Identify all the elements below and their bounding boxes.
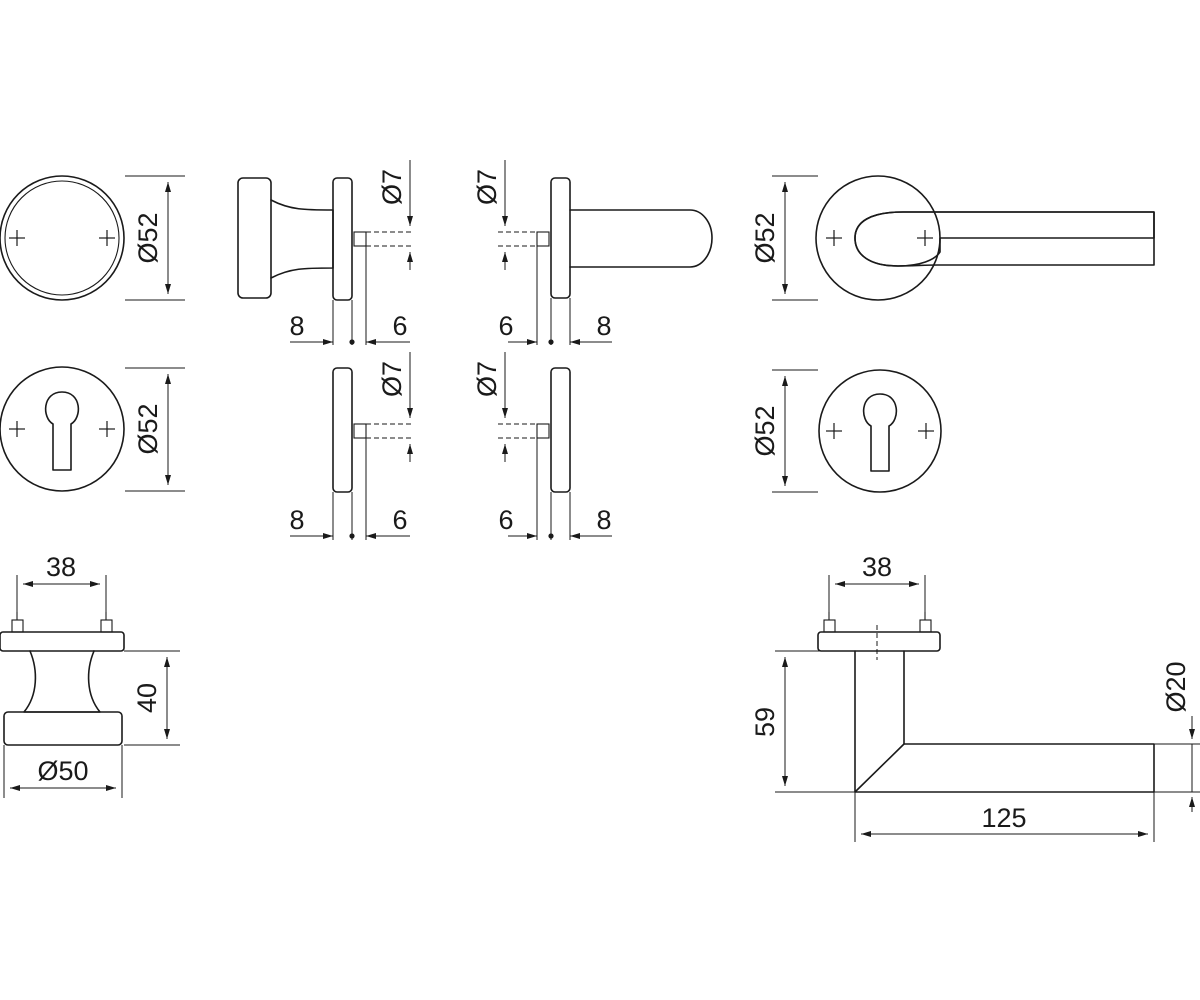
dim-label: 6 (498, 505, 513, 535)
dim-label: Ø52 (133, 403, 163, 454)
dim-label: 38 (862, 552, 892, 582)
dim-label: 40 (132, 683, 162, 713)
dim-lever-side-gaps: 6 8 (498, 246, 612, 345)
dim-rosette-cylinder-diameter: Ø52 (125, 367, 185, 492)
screw-mark-right (99, 421, 115, 437)
dim-label: 8 (289, 311, 304, 341)
lever-rosette-front-view (815, 175, 1155, 301)
dim-label: Ø52 (750, 405, 780, 456)
dim-label: Ø7 (377, 169, 407, 205)
dim-label: 125 (981, 803, 1026, 833)
cylinder-rosette-front-view (0, 366, 125, 492)
dim-label: Ø52 (133, 212, 163, 263)
screw-mark-left (826, 230, 842, 246)
dim-label: 59 (750, 707, 780, 737)
knob-side-view (237, 177, 412, 301)
dim-lever-rosette-diameter: Ø52 (750, 175, 818, 301)
knob-top-view (0, 612, 125, 746)
dim-lever-length: 125 (854, 792, 1155, 842)
dim-cyl-right-side-gaps: 6 8 (498, 438, 612, 540)
dim-cyl-left-side-gaps: 8 6 (289, 438, 410, 540)
lever-cylinder-rosette-front-view (818, 369, 942, 493)
dim-knob-screw-spacing: 38 (16, 552, 107, 615)
dim-label: Ø7 (472, 361, 502, 397)
dim-knob-height: 40 (124, 650, 180, 746)
dim-label: Ø7 (472, 169, 502, 205)
dim-label: 8 (596, 505, 611, 535)
dim-spindle-b-diameter: Ø7 (472, 160, 508, 270)
cylinder-rosette-side-view-right (498, 367, 571, 493)
screw-mark-right (917, 230, 933, 246)
lever-top-view (817, 612, 1155, 793)
dim-label: Ø20 (1161, 661, 1191, 712)
dim-label: Ø52 (750, 212, 780, 263)
dim-knob-diameter: Ø50 (3, 745, 123, 798)
dim-label: Ø7 (377, 361, 407, 397)
screw-mark-left (9, 230, 25, 246)
dim-label: Ø50 (37, 756, 88, 786)
dim-lever-height: 59 (750, 650, 855, 793)
dim-label: 6 (498, 311, 513, 341)
dim-knob-side-gaps: 8 6 (289, 246, 410, 345)
round-rosette-front-view (0, 175, 125, 301)
dim-spindle-a-diameter: Ø7 (377, 160, 413, 270)
dim-lever-screw-spacing: 38 (828, 552, 926, 615)
dim-lever-grip-diameter: Ø20 (1154, 661, 1200, 812)
dim-label: 6 (392, 505, 407, 535)
dim-spindle-c-diameter: Ø7 (377, 352, 413, 462)
screw-mark-left (9, 421, 25, 437)
screw-mark-right (918, 423, 934, 439)
dim-label: 6 (392, 311, 407, 341)
cylinder-rosette-side-view-left (332, 367, 412, 493)
dim-label: 38 (46, 552, 76, 582)
dim-label: 8 (289, 505, 304, 535)
lever-side-view (498, 177, 713, 299)
dim-rosette-round-diameter: Ø52 (125, 175, 185, 301)
dim-label: 8 (596, 311, 611, 341)
screw-mark-left (826, 423, 842, 439)
dim-lever-cylinder-rosette-diameter: Ø52 (750, 369, 818, 493)
screw-mark-right (99, 230, 115, 246)
dim-spindle-d-diameter: Ø7 (472, 352, 508, 462)
